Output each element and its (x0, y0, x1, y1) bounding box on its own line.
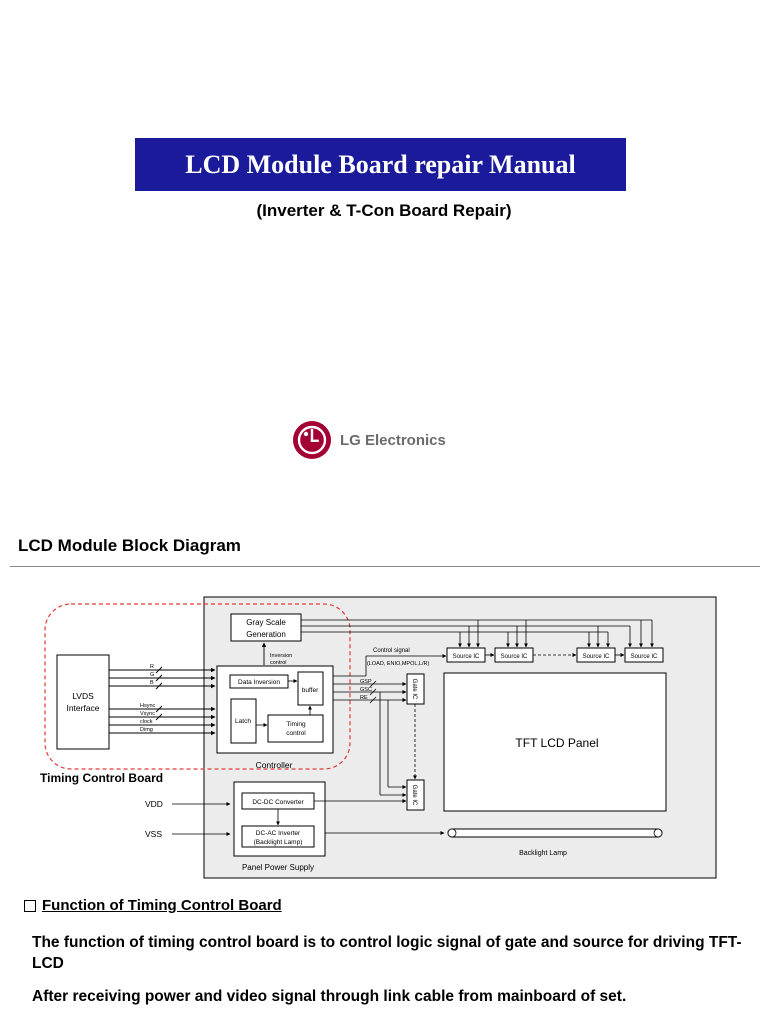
signal-r: R (150, 664, 154, 670)
buffer-box (297, 671, 324, 706)
gate-signal-gsc: GSC (360, 687, 372, 693)
gray-scale-box (230, 613, 302, 642)
data-inversion-box (229, 674, 289, 689)
latch-box (230, 698, 257, 744)
buffer-label: buffer (302, 687, 319, 694)
source-ic-4-label: Source IC (631, 654, 658, 660)
data-inversion-label: Data Inversion (238, 679, 280, 686)
source-ic-3-label: Source IC (583, 654, 610, 660)
gate-ic-top (406, 673, 425, 705)
lvds-signal-lines (109, 666, 216, 736)
lg-logo: LG Electronics (292, 420, 446, 460)
signal-hsync: Hsync (140, 703, 156, 709)
signal-vsync: Vsync (140, 711, 155, 717)
signal-dimg: Dimg (140, 727, 153, 733)
gray-scale-label-1: Gray Scale (246, 618, 286, 627)
source-ic-1-label: Source IC (453, 654, 480, 660)
timing-control-label-1: Timing (286, 721, 306, 728)
gate-ic-bottom-label: Gate IC (411, 785, 417, 806)
signal-g: G (150, 672, 154, 678)
vdd-label: VDD (145, 799, 163, 809)
control-signal-detail: (LOAD, ENIO,MPOL,L/R) (367, 661, 430, 667)
gate-signal-re: RE (360, 695, 368, 701)
backlight-lamp (447, 828, 663, 838)
lvds-interface-box (56, 654, 110, 750)
function-heading-text: Function of Timing Control Board (42, 897, 282, 914)
controller-label: Controller (256, 760, 293, 770)
inversion-control-2: control (270, 660, 287, 666)
timing-control-label-2: control (286, 730, 306, 737)
dc-dc-converter-label: DC-DC Converter (252, 799, 304, 806)
latch-label: Latch (235, 718, 251, 725)
signal-b: B (150, 680, 154, 686)
logo-text: LG Electronics (340, 431, 446, 449)
document-title: LCD Module Board repair Manual (185, 149, 576, 179)
function-paragraph-1: The function of timing control board is … (32, 934, 742, 972)
lg-logo-icon (293, 421, 331, 459)
function-paragraph-2: After receiving power and video signal t… (32, 988, 627, 1005)
lvds-label-2: Interface (66, 703, 99, 713)
timing-control-board-label: Timing Control Board (40, 771, 163, 785)
tft-lcd-panel-label: TFT LCD Panel (515, 736, 598, 750)
lvds-label-1: LVDS (72, 691, 94, 701)
signal-clock: clock (140, 719, 153, 725)
vss-label: VSS (145, 829, 162, 839)
inversion-control-1: Inversion (270, 653, 292, 659)
document-subtitle: (Inverter & T-Con Board Repair) (256, 201, 512, 220)
tft-lcd-panel (443, 672, 667, 812)
control-signal-label: Control signal (373, 648, 410, 654)
source-ic-4 (624, 647, 664, 663)
gray-scale-label-2: Generation (246, 630, 286, 639)
title-banner: LCD Module Board repair Manual (135, 138, 626, 191)
block-diagram: LVDS Interface R G B Hsync Vsync clock D… (40, 596, 717, 879)
panel-power-supply-label: Panel Power Supply (242, 863, 314, 872)
gate-ic-top-label: Gate IC (411, 679, 417, 700)
section-title: LCD Module Block Diagram (18, 536, 241, 555)
checkbox-bullet-icon (24, 899, 36, 912)
backlight-lamp-label: Backlight Lamp (519, 850, 567, 857)
timing-control-board-outline (44, 603, 351, 770)
section-divider (10, 566, 760, 567)
function-heading: Function of Timing Control Board (24, 897, 282, 914)
gate-signal-gsp: GSP (360, 679, 372, 685)
dc-ac-inverter-label-2: (Backlight Lamp) (254, 839, 303, 846)
gate-ic-bottom (406, 779, 425, 811)
dc-ac-inverter-box (241, 825, 315, 848)
source-ic-2-label: Source IC (501, 654, 528, 660)
dc-ac-inverter-label-1: DC-AC Inverter (256, 830, 301, 837)
timing-control-box (267, 714, 324, 743)
